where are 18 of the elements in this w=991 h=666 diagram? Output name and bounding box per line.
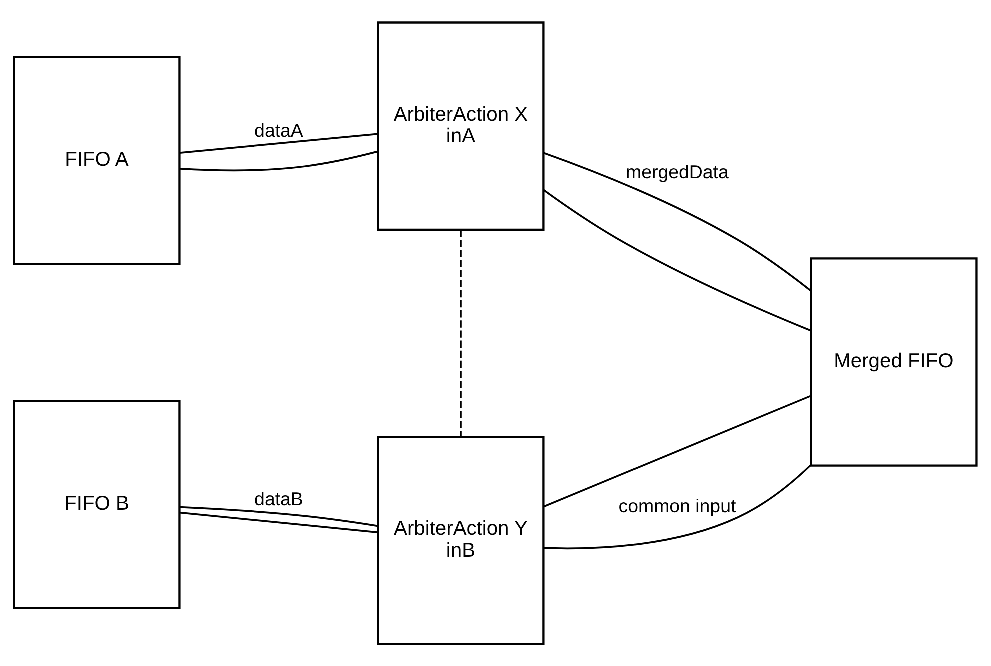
node-box: ArbiterAction Y inB: [377, 436, 545, 645]
connector: [544, 464, 812, 550]
node-box: FIFO B: [13, 400, 181, 609]
edge-label: dataB: [254, 488, 304, 509]
connector: [543, 394, 812, 508]
node-box: FIFO A: [13, 56, 181, 266]
node-box: ArbiterAction X inA: [377, 21, 545, 230]
connector: [543, 188, 812, 332]
connector: [460, 230, 462, 436]
edge-label: dataA: [254, 119, 304, 140]
edge-label: common input: [618, 494, 736, 516]
connector: [180, 511, 378, 533]
connector: [544, 152, 812, 292]
connector: [180, 150, 378, 172]
node-box: Merged FIFO: [810, 257, 978, 466]
connector: [180, 506, 378, 527]
edge-label: mergedData: [626, 161, 729, 182]
connector: [180, 132, 378, 154]
